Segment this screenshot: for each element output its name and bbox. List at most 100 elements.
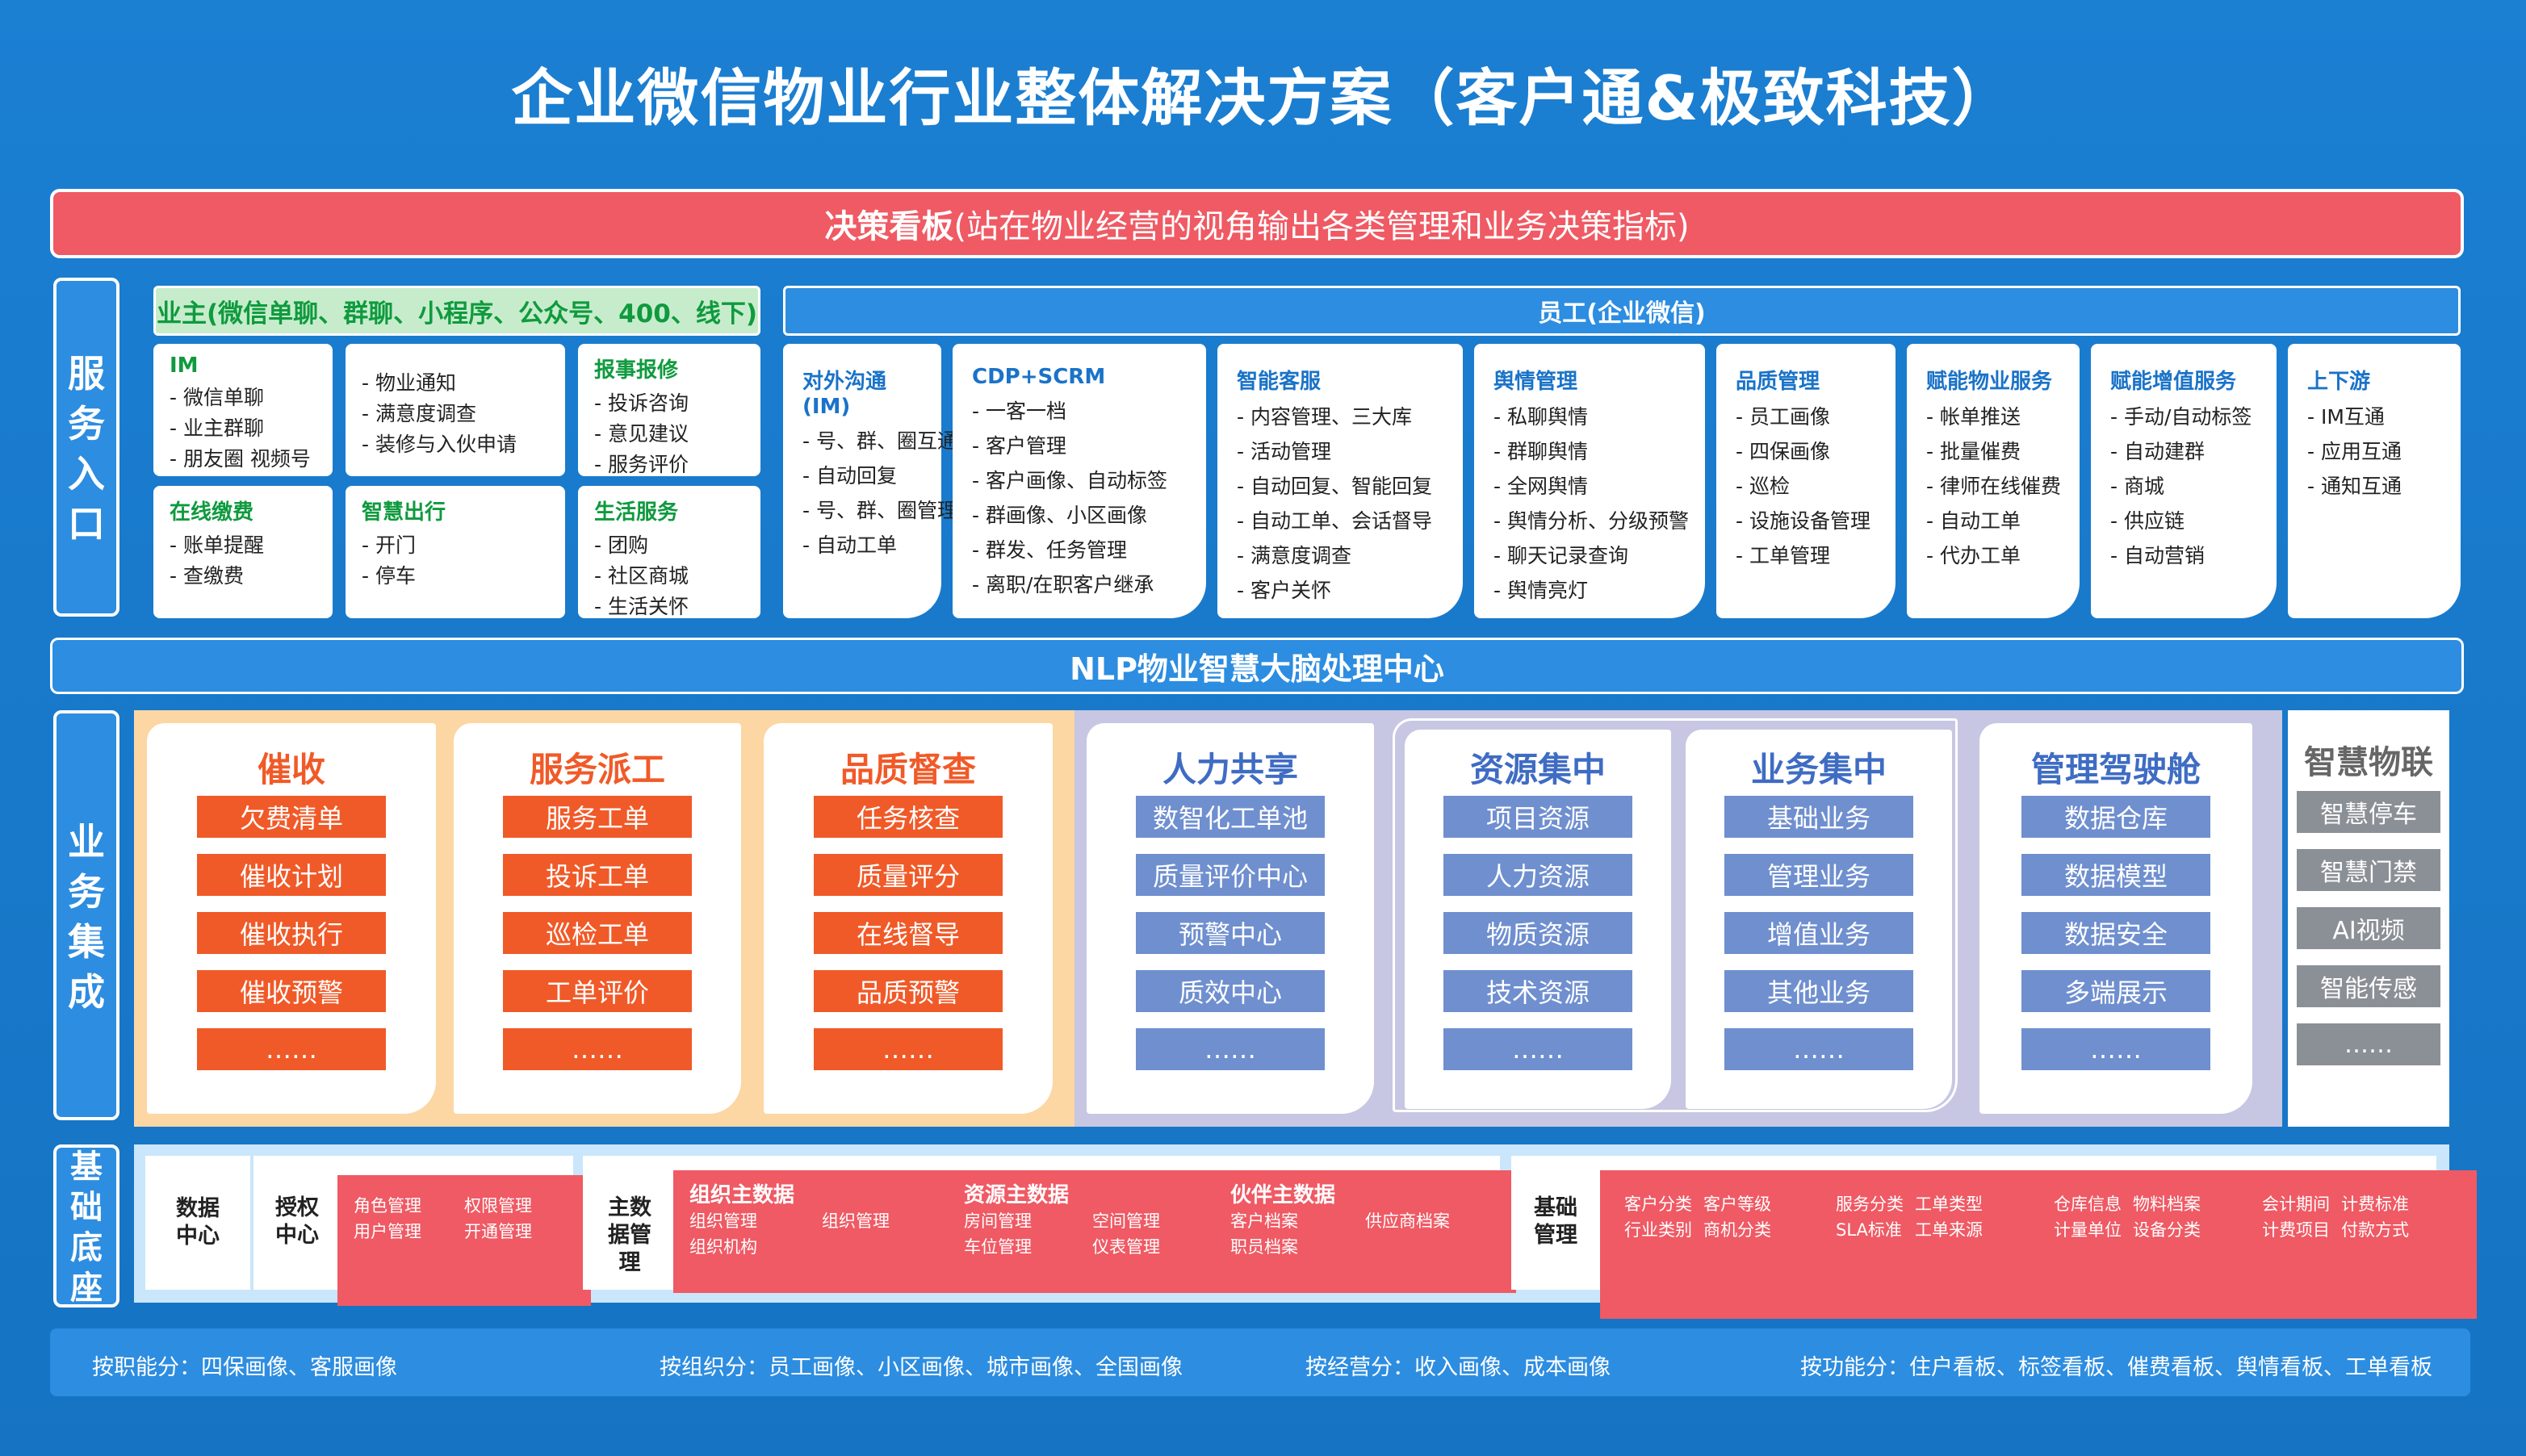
owner-card-travel: 智慧出行 - 开门 - 停车 (346, 486, 565, 618)
module-item: 基础业务 (1724, 796, 1913, 838)
module-item: 巡检工单 (503, 912, 692, 954)
module-item: 数据仓库 (2021, 796, 2210, 838)
list-item: - 自动建群 (2110, 440, 2205, 463)
side-label-business-integration: 业务集成 (53, 710, 119, 1120)
master-item: 客户档案 (1230, 1211, 1298, 1231)
auth-items-box: 角色管理 权限管理 用户管理 开通管理 (337, 1175, 591, 1306)
auth-center-label: 授权中心 (275, 1195, 319, 1248)
module-card: 业务集中基础业务管理业务增值业务其他业务…… (1686, 723, 1952, 1114)
staff-card: 赋能增值服务- 手动/自动标签- 自动建群- 商城- 供应链- 自动营销 (2091, 344, 2277, 618)
master-item: 组织管理 (822, 1211, 890, 1231)
module-card: 催收欠费清单催收计划催收执行催收预警…… (147, 723, 436, 1114)
module-item: 智慧停车 (2297, 791, 2440, 833)
master-item: 组织管理 (689, 1211, 757, 1231)
list-item: - 手动/自动标签 (2110, 405, 2252, 429)
basic-mgmt-item: 会计期间 (2262, 1195, 2330, 1214)
side-label-text: 基础底座 (70, 1148, 103, 1307)
module-title: 人力共享 (1162, 750, 1298, 789)
master-item: 组织机构 (689, 1237, 757, 1257)
module-card: 资源集中项目资源人力资源物质资源技术资源…… (1405, 723, 1671, 1114)
module-item: 其他业务 (1724, 970, 1913, 1012)
basic-mgmt-item: 商机分类 (1703, 1220, 1771, 1240)
list-item: - 员工画像 (1736, 405, 1830, 429)
card-heading: 智慧出行 (362, 500, 446, 525)
list-item: - 工单管理 (1736, 544, 1830, 567)
resource-master-title: 资源主数据 (964, 1183, 1070, 1207)
list-item: - 团购 (594, 533, 648, 557)
card-heading: 舆情管理 (1493, 370, 1578, 394)
module-item: 在线督导 (814, 912, 1003, 954)
module-item: 投诉工单 (503, 854, 692, 896)
list-item: - 帐单推送 (1926, 405, 2021, 429)
card-heading: 赋能物业服务 (1926, 370, 2053, 394)
owner-card-notify: - 物业通知 - 满意度调查 - 装修与入伙申请 (346, 344, 565, 476)
module-title: 品质督查 (840, 750, 976, 789)
module-item: 工单评价 (503, 970, 692, 1012)
partner-master-title: 伙伴主数据 (1230, 1183, 1336, 1207)
footer-item-operation: 按经营分：收入画像、成本画像 (1305, 1355, 1611, 1380)
module-item: AI视频 (2297, 907, 2440, 949)
card-heading: CDP+SCRM (972, 365, 1106, 389)
master-item: 车位管理 (964, 1237, 1032, 1257)
list-item: - 通知互通 (2307, 475, 2402, 498)
list-item: - 聊天记录查询 (1493, 544, 1628, 567)
basic-mgmt-group: 仓库信息物料档案计量单位设备分类 (2054, 1191, 2201, 1243)
module-title: 资源集中 (1469, 750, 1606, 789)
basic-mgmt-item: 工单来源 (1915, 1220, 1983, 1240)
module-card: 人力共享数智化工单池质量评价中心预警中心质效中心…… (1087, 723, 1374, 1114)
module-item: 服务工单 (503, 796, 692, 838)
basic-mgmt-item: 客户等级 (1703, 1195, 1771, 1214)
auth-item: 开通管理 (464, 1222, 532, 1241)
list-item: - 朋友圈 视频号 (170, 447, 311, 471)
side-label-text: 服务入口 (68, 352, 105, 546)
staff-header: 员工(企业微信) (783, 286, 2461, 336)
module-title: 管理驾驶舱 (2030, 750, 2201, 789)
basic-mgmt-item: 计量单位 (2054, 1220, 2122, 1240)
list-item: - 活动管理 (1237, 440, 1331, 463)
master-item: 仪表管理 (1092, 1237, 1160, 1257)
list-item: - 自动工单 (802, 533, 897, 557)
list-item: - 满意度调查 (1237, 544, 1351, 567)
staff-card: 舆情管理- 私聊舆情- 群聊舆情- 全网舆情- 舆情分析、分级预警- 聊天记录查… (1474, 344, 1705, 618)
resource-business-outline (1393, 718, 1958, 1112)
side-label-foundation: 基础底座 (53, 1144, 119, 1307)
partner-master-box: 伙伴主数据 客户档案 供应商档案 职员档案 (1214, 1170, 1516, 1293)
module-item: …… (814, 1028, 1003, 1070)
list-item: - 群聊舆情 (1493, 440, 1588, 463)
module-item: 物质资源 (1443, 912, 1632, 954)
list-item: - IM互通 (2307, 405, 2385, 429)
list-item: - 全网舆情 (1493, 475, 1588, 498)
module-title: 催收 (257, 750, 325, 789)
module-item: …… (1136, 1028, 1325, 1070)
basic-mgmt-item: 计费标准 (2341, 1195, 2409, 1214)
module-card: 管理驾驶舱数据仓库数据模型数据安全多端展示…… (1979, 723, 2252, 1114)
card-heading: IM (170, 354, 199, 378)
list-item: - 开门 (362, 533, 416, 557)
page-title: 企业微信物业行业整体解决方案（客户通&极致科技） (511, 62, 2015, 134)
card-heading: 在线缴费 (170, 500, 254, 525)
side-label-text: 业务集成 (68, 820, 105, 1014)
module-item: 欠费清单 (197, 796, 386, 838)
staff-card: 智能客服- 内容管理、三大库- 活动管理- 自动回复、智能回复- 自动工单、会话… (1217, 344, 1463, 618)
module-item: 项目资源 (1443, 796, 1632, 838)
card-heading: 对外沟通(IM) (802, 370, 887, 419)
nlp-center-banner: NLP物业智慧大脑处理中心 (50, 638, 2464, 694)
list-item: - 舆情分析、分级预警 (1493, 509, 1689, 533)
side-label-service-entry: 服务入口 (53, 278, 119, 617)
module-item: …… (2021, 1028, 2210, 1070)
staff-card: CDP+SCRM- 一客一档- 客户管理- 客户画像、自动标签- 群画像、小区画… (953, 344, 1206, 618)
module-item: …… (503, 1028, 692, 1070)
list-item: - 服务评价 (594, 453, 689, 476)
master-item: 空间管理 (1092, 1211, 1160, 1231)
auth-item: 角色管理 (354, 1196, 421, 1215)
footer-bar: 按职能分：四保画像、客服画像 按组织分：员工画像、小区画像、城市画像、全国画像 … (50, 1328, 2470, 1396)
owner-card-payment: 在线缴费 - 账单提醒 - 查缴费 (153, 486, 333, 618)
module-item: 任务核查 (814, 796, 1003, 838)
list-item: - 代办工单 (1926, 544, 2021, 567)
basic-mgmt-item: 客户分类 (1624, 1195, 1692, 1214)
master-item: 房间管理 (964, 1211, 1032, 1231)
card-heading: 报事报修 (594, 358, 679, 383)
module-item: 人力资源 (1443, 854, 1632, 896)
